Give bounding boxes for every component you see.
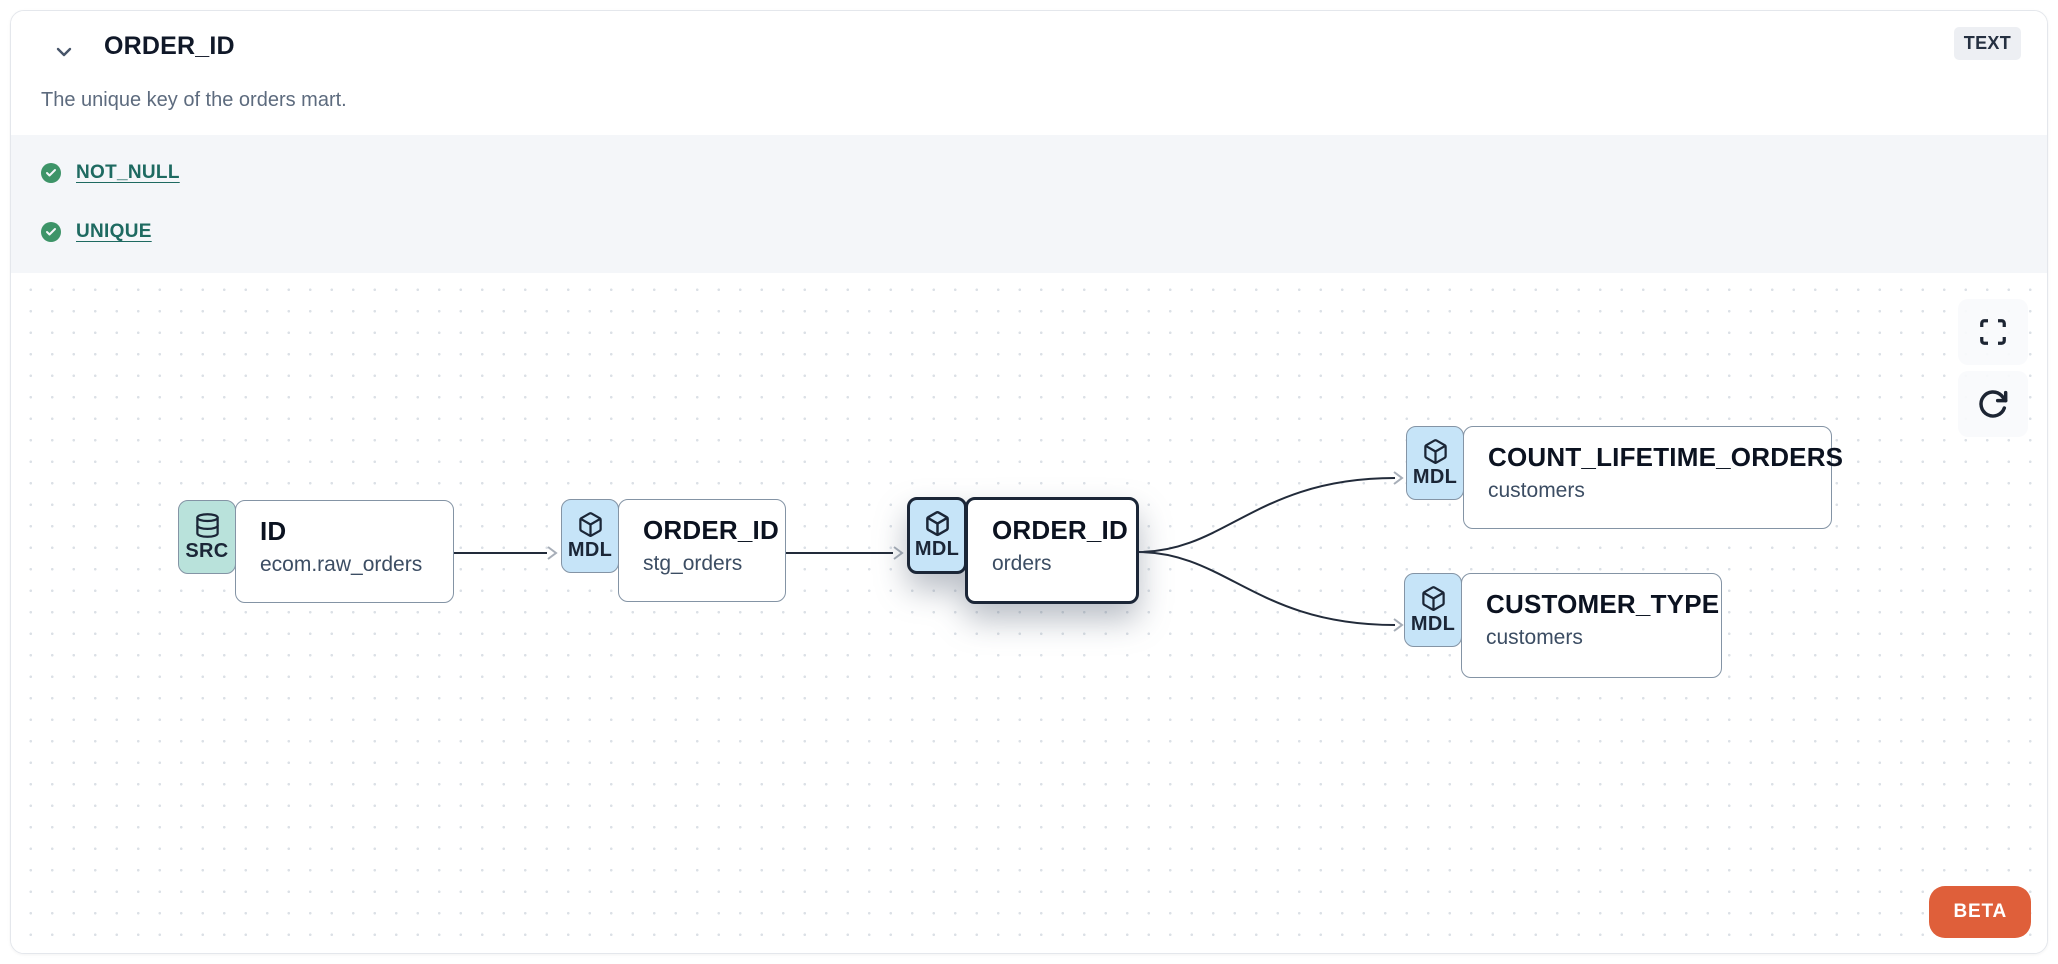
- refresh-icon: [1979, 390, 2008, 418]
- cube-icon: [578, 511, 602, 537]
- node-badge-mdl: MDL: [907, 497, 967, 574]
- test-row: UNIQUE: [41, 221, 2047, 243]
- tests-section: NOT_NULL UNIQUE: [11, 135, 2047, 273]
- node-badge-mdl: MDL: [1404, 573, 1462, 647]
- node-subtitle: orders: [992, 552, 1052, 575]
- database-icon: [195, 512, 219, 538]
- chevron-down-icon: [56, 47, 72, 57]
- node-badge-label: MDL: [1410, 612, 1456, 635]
- lineage-canvas[interactable]: SRC ID ecom.raw_orders MDL ORDER_ID stg_…: [11, 273, 2047, 953]
- column-name-title: ORDER_ID: [104, 32, 235, 60]
- canvas-controls: [1958, 299, 2028, 437]
- cube-icon: [1423, 438, 1447, 464]
- check-circle-icon: [41, 222, 61, 242]
- test-link-not-null[interactable]: NOT_NULL: [76, 162, 180, 183]
- node-card: CUSTOMER_TYPE customers: [1461, 573, 1722, 678]
- node-card: ORDER_ID orders: [965, 497, 1139, 604]
- node-badge-label: MDL: [1412, 465, 1458, 488]
- node-title: COUNT_LIFETIME_ORDERS: [1488, 442, 1844, 472]
- header: ORDER_ID TEXT: [11, 11, 2047, 87]
- node-badge-mdl: MDL: [561, 499, 619, 573]
- column-detail-card: ORDER_ID TEXT The unique key of the orde…: [10, 10, 2048, 954]
- lineage-edges: [453, 471, 1404, 632]
- node-subtitle: stg_orders: [643, 552, 743, 575]
- fullscreen-button[interactable]: [1958, 299, 2028, 365]
- node-card: ORDER_ID stg_orders: [618, 499, 786, 602]
- test-row: NOT_NULL: [41, 162, 2047, 184]
- column-type-badge: TEXT: [1953, 27, 2021, 60]
- column-description: The unique key of the orders mart.: [41, 89, 347, 111]
- node-subtitle: customers: [1488, 479, 1585, 502]
- node-badge-label: MDL: [567, 538, 613, 561]
- cube-icon: [925, 511, 949, 537]
- node-subtitle: ecom.raw_orders: [260, 553, 423, 576]
- beta-badge: BETA: [1929, 886, 2031, 938]
- node-card: ID ecom.raw_orders: [235, 500, 454, 603]
- node-title: CUSTOMER_TYPE: [1486, 589, 1720, 619]
- node-badge-mdl: MDL: [1406, 426, 1464, 500]
- node-badge-label: SRC: [185, 539, 229, 562]
- node-title: ID: [260, 516, 287, 546]
- node-title: ORDER_ID: [643, 515, 779, 545]
- node-title: ORDER_ID: [992, 515, 1128, 545]
- check-circle-icon: [41, 163, 61, 183]
- cube-icon: [1421, 585, 1445, 611]
- fullscreen-icon: [1980, 319, 2006, 345]
- node-subtitle: customers: [1486, 626, 1583, 649]
- node-card: COUNT_LIFETIME_ORDERS customers: [1463, 426, 1844, 529]
- node-badge-src: SRC: [178, 500, 236, 574]
- test-link-unique[interactable]: UNIQUE: [76, 221, 152, 242]
- node-badge-label: MDL: [914, 538, 960, 560]
- collapse-button[interactable]: [47, 35, 81, 69]
- refresh-button[interactable]: [1958, 371, 2028, 437]
